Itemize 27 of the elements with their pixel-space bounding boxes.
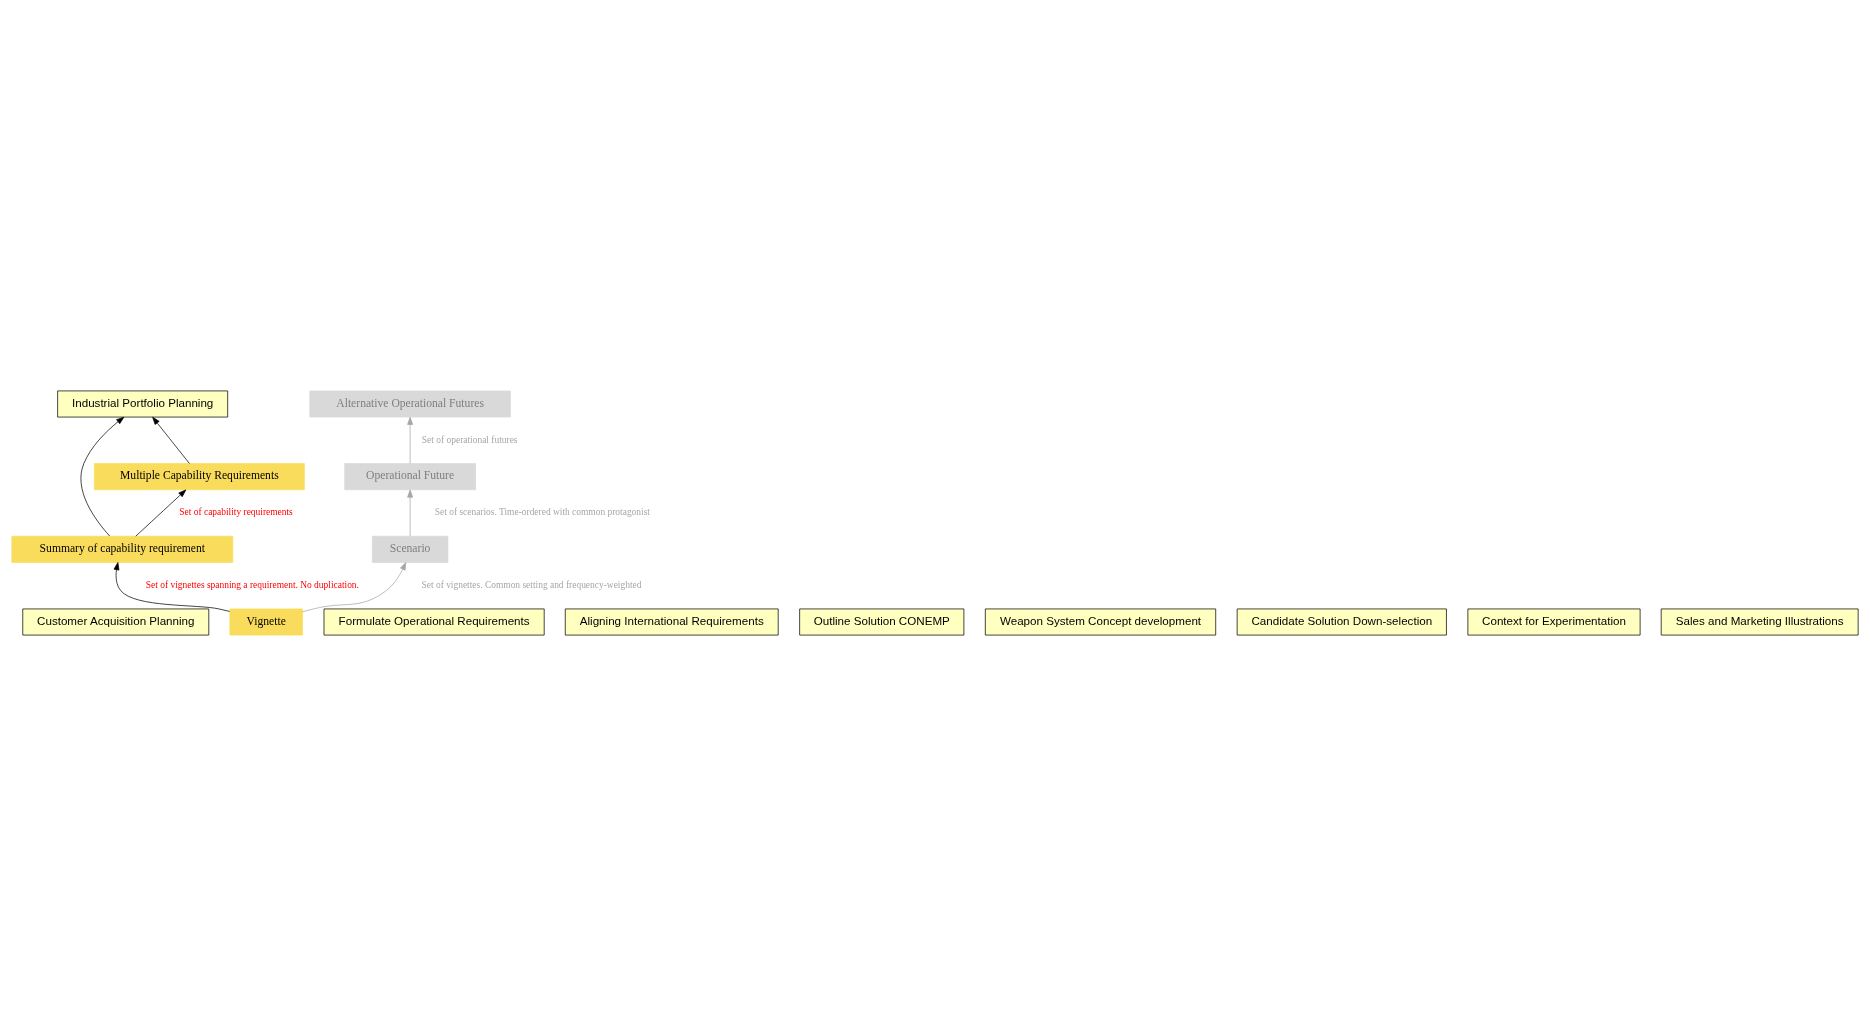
node-box: Weapon System Concept development: [984, 608, 1217, 636]
node-box: Formulate Operational Requirements: [323, 608, 545, 636]
edge-label: Set of capability requirements: [179, 507, 293, 518]
node-box: Customer Acquisition Planning: [22, 608, 210, 636]
arrow: [113, 562, 231, 612]
node-box: Vignette: [229, 608, 303, 636]
arrow: [152, 416, 190, 464]
arrow: [302, 562, 407, 613]
edge-label: Set of operational futures: [421, 434, 518, 445]
arrow: [135, 489, 187, 537]
node-box: Scenario: [371, 535, 449, 563]
node-box: Summary of capability requirement: [11, 535, 234, 563]
node-box: Operational Future: [344, 463, 476, 491]
node-box: Context for Experimentation: [1467, 608, 1641, 636]
edge-label: Set of vignettes spanning a requirement. No duplication.: [145, 580, 359, 591]
node-box: Multiple Capability Requirements: [93, 463, 305, 491]
edge-label: Set of scenarios. Time-ordered with common protagonist: [434, 507, 650, 518]
node-box: Outline Solution CONEMP: [799, 608, 965, 636]
node-box: Candidate Solution Down-selection: [1236, 608, 1447, 636]
arrow: [407, 489, 413, 537]
arrow: [80, 416, 125, 537]
arrow: [407, 416, 413, 464]
node-box: Aligning International Requirements: [564, 608, 779, 636]
node-box: Alternative Operational Futures: [309, 390, 511, 418]
node-box: Industrial Portfolio Planning: [57, 390, 229, 418]
edge-label: Set of vignettes. Common setting and frequency-weighted: [421, 580, 642, 591]
node-box: Sales and Marketing Illustrations: [1660, 608, 1859, 636]
